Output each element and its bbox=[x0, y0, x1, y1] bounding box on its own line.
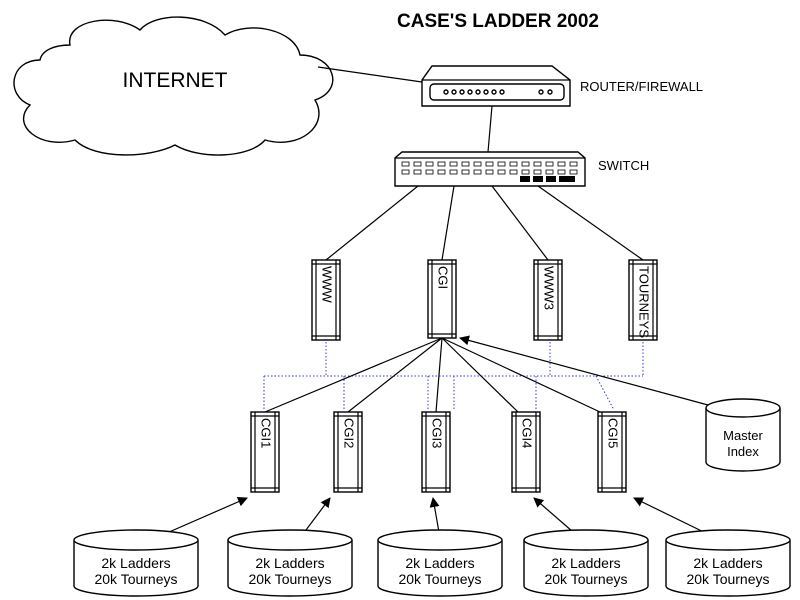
server-cgi1-label: CGI1 bbox=[259, 418, 274, 448]
db-label-ladders: 2k Ladders bbox=[693, 555, 762, 571]
cgi-cgi5-link bbox=[441, 337, 601, 413]
server-www-label: WWW bbox=[320, 266, 335, 304]
server-tourneys: TOURNEYS bbox=[628, 259, 658, 341]
db-to-cgi-arrow bbox=[159, 497, 248, 537]
server-cgi3: CGI3 bbox=[421, 411, 451, 493]
server-cgi4-label: CGI4 bbox=[520, 418, 535, 448]
server-cgi2: CGI2 bbox=[333, 411, 363, 493]
server-cgi5: CGI5 bbox=[597, 411, 627, 493]
server-cgi-label: CGI bbox=[436, 266, 451, 289]
server-cgi2-label: CGI2 bbox=[342, 418, 357, 448]
cgi-cgi1-link bbox=[264, 337, 443, 413]
switch-label: SWITCH bbox=[598, 158, 649, 173]
cgi-cgi4-link bbox=[441, 337, 519, 413]
internal-network-dotted bbox=[263, 342, 644, 411]
server-cgi1: CGI1 bbox=[250, 411, 280, 493]
switch-ports-icon bbox=[401, 161, 578, 175]
db-label-ladders: 2k Ladders bbox=[101, 555, 170, 571]
cgi-cgi2-link bbox=[347, 337, 443, 413]
server-cgi3-label: CGI3 bbox=[430, 418, 445, 448]
server-cgi5-label: CGI5 bbox=[606, 418, 621, 448]
server-www: WWW bbox=[311, 259, 341, 341]
cgi-cgi3-link bbox=[435, 337, 443, 413]
db-label-ladders: 2k Ladders bbox=[405, 555, 474, 571]
db-label-tourneys: 20k Tourneys bbox=[94, 571, 177, 587]
server-tourneys-label: TOURNEYS bbox=[637, 266, 652, 338]
internet-label: INTERNET bbox=[123, 69, 228, 92]
router-firewall: ROUTER/FIREWALL bbox=[421, 65, 703, 107]
master-index-label-2: Index bbox=[727, 444, 759, 459]
switch-cgi-link bbox=[441, 185, 455, 261]
master-index-arrow bbox=[459, 335, 709, 406]
internet-router-link bbox=[317, 66, 423, 83]
server-www3: WWW3 bbox=[533, 259, 563, 341]
switch-www3-link bbox=[491, 185, 549, 261]
router-switch-link bbox=[487, 105, 493, 153]
db-label-tourneys: 20k Tourneys bbox=[398, 571, 481, 587]
db-label-tourneys: 20k Tourneys bbox=[544, 571, 627, 587]
db-label-tourneys: 20k Tourneys bbox=[248, 571, 331, 587]
network-switch: SWITCH bbox=[394, 151, 649, 187]
diagram-title: CASE'S LADDER 2002 bbox=[397, 11, 599, 32]
db-label-ladders: 2k Ladders bbox=[255, 555, 324, 571]
db-label-tourneys: 20k Tourneys bbox=[686, 571, 769, 587]
router-leds-icon bbox=[443, 89, 553, 95]
master-index-label-1: Master bbox=[723, 428, 763, 443]
router-label: ROUTER/FIREWALL bbox=[580, 79, 703, 94]
internet-cloud: INTERNET bbox=[13, 16, 334, 156]
switch-tourneys-link bbox=[537, 185, 644, 261]
switch-www-link bbox=[325, 185, 419, 261]
db-label-ladders: 2k Ladders bbox=[551, 555, 620, 571]
server-cgi: CGI bbox=[427, 259, 457, 339]
server-cgi4: CGI4 bbox=[511, 411, 541, 493]
master-index-db: Master Index bbox=[705, 398, 781, 472]
server-www3-label: WWW3 bbox=[542, 266, 557, 310]
